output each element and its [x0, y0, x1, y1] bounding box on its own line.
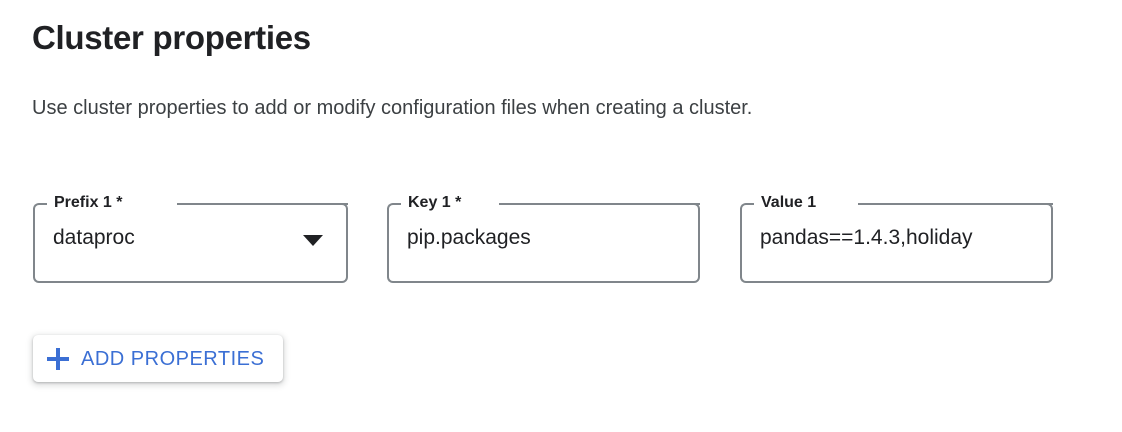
- plus-icon: [47, 347, 69, 370]
- value-1-input[interactable]: pandas==1.4.3,holiday: [760, 226, 973, 249]
- value-1-field[interactable]: Value 1 pandas==1.4.3,holiday: [740, 192, 1053, 283]
- key-1-input[interactable]: pip.packages: [407, 226, 531, 249]
- page-title: Cluster properties: [32, 19, 311, 56]
- prefix-1-field[interactable]: Prefix 1 * dataproc: [33, 192, 348, 283]
- key-1-field[interactable]: Key 1 * pip.packages: [387, 192, 700, 283]
- add-properties-label: ADD PROPERTIES: [81, 347, 265, 370]
- page-description: Use cluster properties to add or modify …: [32, 97, 753, 119]
- key-1-label: Key 1 *: [403, 192, 467, 214]
- add-properties-button[interactable]: ADD PROPERTIES: [33, 335, 284, 382]
- chevron-down-icon[interactable]: [303, 235, 323, 246]
- prefix-1-label: Prefix 1 *: [49, 192, 128, 214]
- properties-row: Prefix 1 * dataproc Key 1 * pip.packages: [0, 192, 1122, 287]
- prefix-1-value[interactable]: dataproc: [53, 226, 135, 249]
- value-1-label: Value 1: [756, 192, 822, 214]
